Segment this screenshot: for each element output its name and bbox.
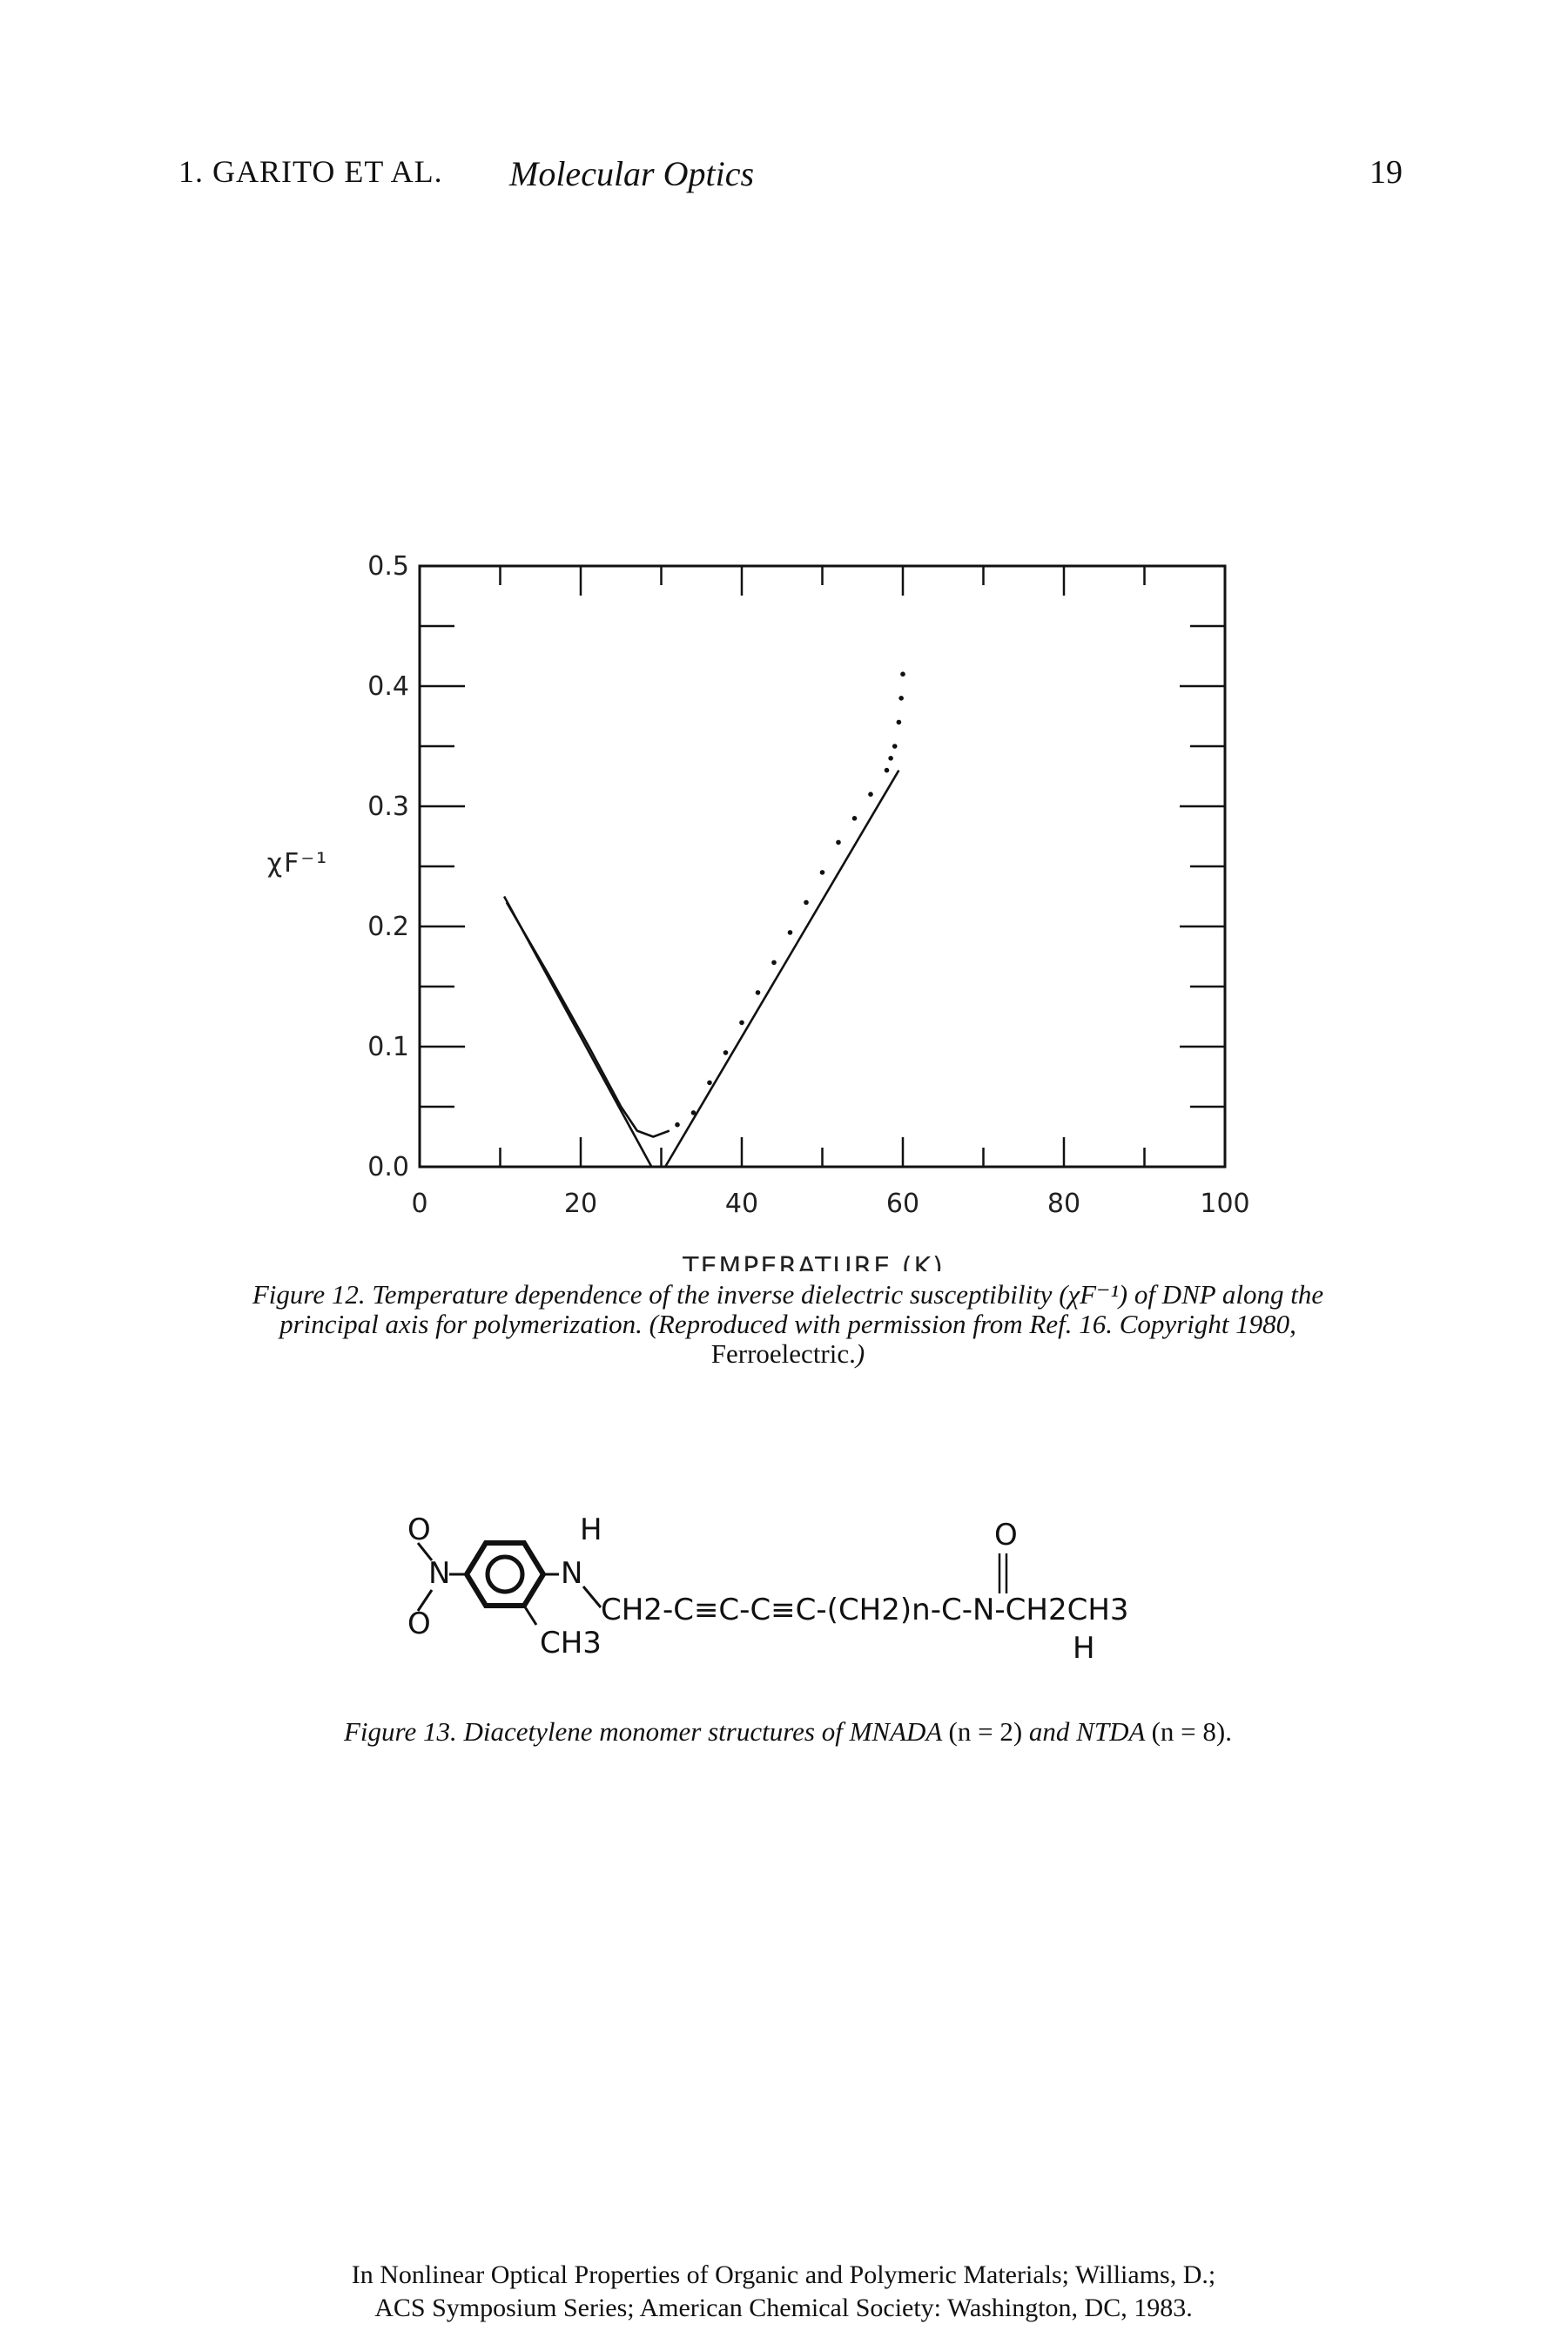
- footer-line-1: In Nonlinear Optical Properties of Organ…: [351, 2260, 1216, 2289]
- y-tick-label: 0.0: [367, 1152, 409, 1182]
- y-tick-label: 0.4: [367, 671, 409, 702]
- running-title: Molecular Optics: [509, 154, 755, 193]
- plot-frame: [418, 564, 1227, 1169]
- data-point: [851, 816, 858, 821]
- data-point: [819, 870, 825, 875]
- x-tick-label: 60: [886, 1189, 919, 1219]
- bond-n-o-bottom: [416, 1589, 434, 1612]
- benzene-ring: [463, 1540, 547, 1608]
- series-line-2: [505, 901, 670, 1138]
- data-point: [723, 1050, 729, 1055]
- data-point: [898, 696, 904, 701]
- x-tick-label: 80: [1047, 1189, 1080, 1219]
- data-point: [787, 930, 793, 935]
- series-line-1: [663, 769, 900, 1168]
- bond-n-o-top: [416, 1542, 434, 1561]
- group-ch3-ring: CH3: [540, 1626, 602, 1661]
- data-point: [868, 792, 873, 797]
- figure-12-label: Figure 12.: [252, 1279, 366, 1310]
- figure-13-n2: (n = 8).: [1151, 1716, 1232, 1747]
- data-point: [884, 767, 890, 773]
- data-point: [892, 744, 898, 749]
- figure-12-publisher: Ferroelectric.: [710, 1338, 856, 1369]
- atom-o-bottom: O: [407, 1607, 431, 1641]
- figure-12-chart: 0 20 40 60 80 100 0.0 0.1 0.2 0.3 0.4 0.5TEMPERATUR…: [267, 551, 1250, 1271]
- figure-12-close: ): [855, 1338, 865, 1369]
- data-point: [690, 1110, 697, 1115]
- figure-13-text: Diacetylene monomer structures of MNADA: [463, 1716, 942, 1747]
- atom-n-nitro: N: [428, 1556, 450, 1591]
- footer-line-2: ACS Symposium Series; American Chemical …: [374, 2294, 1193, 2322]
- figure-13-and: and NTDA: [1028, 1716, 1145, 1747]
- atom-n-amine: N: [561, 1556, 582, 1591]
- x-tick-label: 0: [411, 1189, 427, 1219]
- chapter-author: 1. GARITO ET AL.: [178, 154, 443, 189]
- x-tick-label: 20: [564, 1189, 597, 1219]
- data-point: [707, 1080, 712, 1086]
- page-footer: In Nonlinear Optical Properties of Organ…: [174, 2259, 1393, 2325]
- data-point: [755, 990, 761, 995]
- y-tick-label: 0.5: [367, 551, 409, 582]
- data-point: [739, 1020, 744, 1026]
- y-axis-title: χF⁻¹: [267, 848, 328, 879]
- data-point: [675, 1122, 680, 1128]
- data-point: [836, 839, 841, 845]
- data-point: [888, 756, 893, 761]
- figure-13-structure: O N O H N CH3 CH2-C≡C-C≡C-(CH2)n-C-N-CH2…: [407, 1515, 1129, 1666]
- x-tick-label: 40: [725, 1189, 758, 1219]
- data-point: [896, 719, 902, 725]
- figure-12-text: Temperature dependence of the inverse di…: [279, 1279, 1324, 1339]
- chain-formula: CH2-C≡C-C≡C-(CH2)n-C-N-CH2CH3: [601, 1593, 1129, 1627]
- ring-aromatic-circle: [485, 1554, 525, 1594]
- x-tick-label: 100: [1200, 1189, 1249, 1219]
- data-point: [804, 899, 809, 906]
- y-tick-label: 0.2: [367, 912, 409, 942]
- bond-ring-ch3: [522, 1605, 538, 1626]
- data-point: [771, 960, 777, 966]
- atom-h-top: H: [580, 1515, 602, 1547]
- figure-12-caption: Figure 12. Temperature dependence of the…: [226, 1280, 1349, 1369]
- figure-13-caption: Figure 13. Diacetylene monomer structure…: [226, 1717, 1349, 1747]
- data-point: [900, 671, 905, 677]
- figure-13-label: Figure 13.: [344, 1716, 457, 1747]
- atom-o-top: O: [407, 1515, 431, 1547]
- bond-n-ch2: [582, 1586, 602, 1608]
- running-header: 1. GARITO ET AL. Molecular Optics 19: [178, 153, 1403, 205]
- figure-13-n1: (n = 2): [948, 1716, 1023, 1747]
- y-tick-label: 0.1: [367, 1032, 409, 1062]
- atom-h-amide: H: [1073, 1631, 1095, 1666]
- y-tick-label: 0.3: [367, 792, 409, 822]
- page-number: 19: [1369, 154, 1403, 191]
- atom-o-carbonyl: O: [994, 1518, 1018, 1553]
- x-axis-title: TEMPERATURE (K): [682, 1252, 945, 1271]
